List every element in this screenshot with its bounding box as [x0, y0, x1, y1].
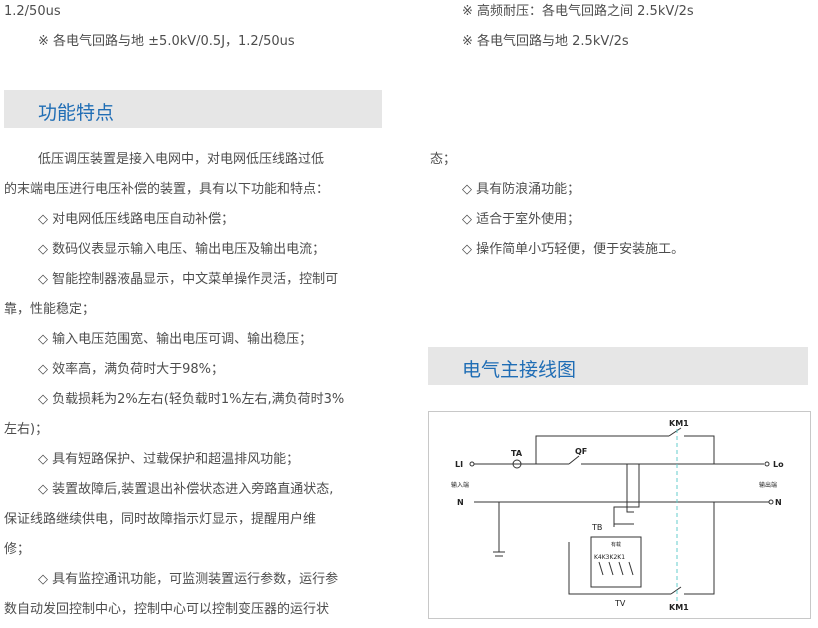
left-para-line-6: 靠，性能稳定；: [4, 302, 96, 317]
in-label: 输入端: [451, 481, 469, 489]
left-para-line-9: ◇ 负载损耗为2%左右(轻负载时1%左右,满负荷时3%: [38, 392, 345, 407]
tb-box: [590, 536, 642, 588]
km1-bottom-label: KM1: [669, 603, 689, 612]
left-para-line-16: 数自动发回控制中心，控制中心可以控制变压器的运行状: [4, 602, 330, 617]
li-label: LI: [455, 460, 463, 469]
wiring-diagram: KM1 LI 输入端 N TA QF Lo 输出端 N TB 有载 K4K3K2…: [428, 411, 811, 619]
bypass-top: [535, 435, 669, 464]
km1-top-label: KM1: [669, 419, 689, 428]
tv-label: TV: [614, 599, 626, 608]
section-title: 电气主接线图: [462, 359, 577, 381]
right-para-line-4: ◇ 操作简单小巧轻便，便于安装施工。: [462, 242, 685, 257]
n-right-label: N: [775, 498, 782, 507]
section-header-wiring: 电气主接线图: [428, 347, 808, 385]
small-label: 有载: [611, 541, 621, 548]
tv-bottom: [568, 542, 671, 595]
k3: [608, 561, 614, 576]
left-para-line-2: 的末端电压进行电压补偿的装置，具有以下功能和特点：: [4, 182, 330, 197]
bottom-right: [684, 502, 715, 595]
lo-terminal: [764, 461, 770, 467]
left-para-line-13: 保证线路继续供电，同时故障指示灯显示，提醒用户维: [4, 512, 317, 527]
feed-right: [626, 464, 634, 513]
ta-symbol: [512, 459, 522, 469]
out-label: 输出端: [759, 481, 777, 489]
qf-label: QF: [575, 447, 587, 456]
n-left-label: N: [457, 498, 464, 507]
left-para-line-3: ◇ 对电网低压线路电压自动补偿；: [38, 212, 235, 227]
left-para-line-8: ◇ 效率高，满负荷时大于98%；: [38, 362, 225, 377]
left-para-line-11: ◇ 具有短路保护、过载保护和超温排风功能；: [38, 452, 300, 467]
section-title: 功能特点: [38, 102, 115, 124]
left-para-line-14: 修；: [4, 542, 31, 557]
section-header-features: 功能特点: [4, 90, 382, 128]
lo-label: Lo: [773, 460, 784, 469]
li-terminal: [469, 461, 475, 467]
left-para-line-7: ◇ 输入电压范围宽、输出电压可调、输出稳压；: [38, 332, 313, 347]
right-para-line-2: ◇ 具有防浪涌功能；: [462, 182, 581, 197]
n-right-terminal: [768, 499, 774, 505]
right-top-line-2: ※ 各电气回路与地 2.5kV/2s: [462, 34, 629, 49]
left-para-line-5: ◇ 智能控制器液晶显示，中文菜单操作灵活，控制可: [38, 272, 339, 287]
left-para-line-4: ◇ 数码仪表显示输入电压、输出电压及输出电流；: [38, 242, 326, 257]
ta-label: TA: [511, 449, 523, 458]
left-para-line-1: 低压调压装置是接入电网中，对电网低压线路过低: [38, 152, 325, 167]
left-top-line-2: ※ 各电气回路与地 ±5.0kV/0.5J，1.2/50us: [38, 34, 295, 49]
km1-top-switch: [668, 427, 682, 437]
k4: [598, 561, 604, 576]
k1: [628, 561, 634, 576]
tb-label: TB: [591, 523, 602, 532]
left-para-line-10: 左右)；: [4, 422, 49, 437]
bypass-top-right: [684, 435, 715, 464]
left-top-line-1: 1.2/50us: [4, 4, 61, 19]
qf-switch: [568, 455, 580, 465]
left-para-line-12: ◇ 装置故障后,装置退出补偿状态进入旁路直通状态,: [38, 482, 334, 497]
k-labels: K4K3K2K1: [594, 554, 625, 561]
k2: [618, 561, 624, 576]
left-para-line-15: ◇ 具有监控通讯功能，可监测装置运行参数，运行参: [38, 572, 339, 587]
km1-bottom-switch: [670, 586, 682, 595]
right-para-line-1: 态；: [430, 152, 457, 167]
right-top-line-1: ※ 高频耐压：各电气回路之间 2.5kV/2s: [462, 4, 694, 19]
right-para-line-3: ◇ 适合于室外使用；: [462, 212, 581, 227]
wiring-diagram-svg: KM1 LI 输入端 N TA QF Lo 输出端 N TB 有载 K4K3K2…: [451, 419, 784, 612]
